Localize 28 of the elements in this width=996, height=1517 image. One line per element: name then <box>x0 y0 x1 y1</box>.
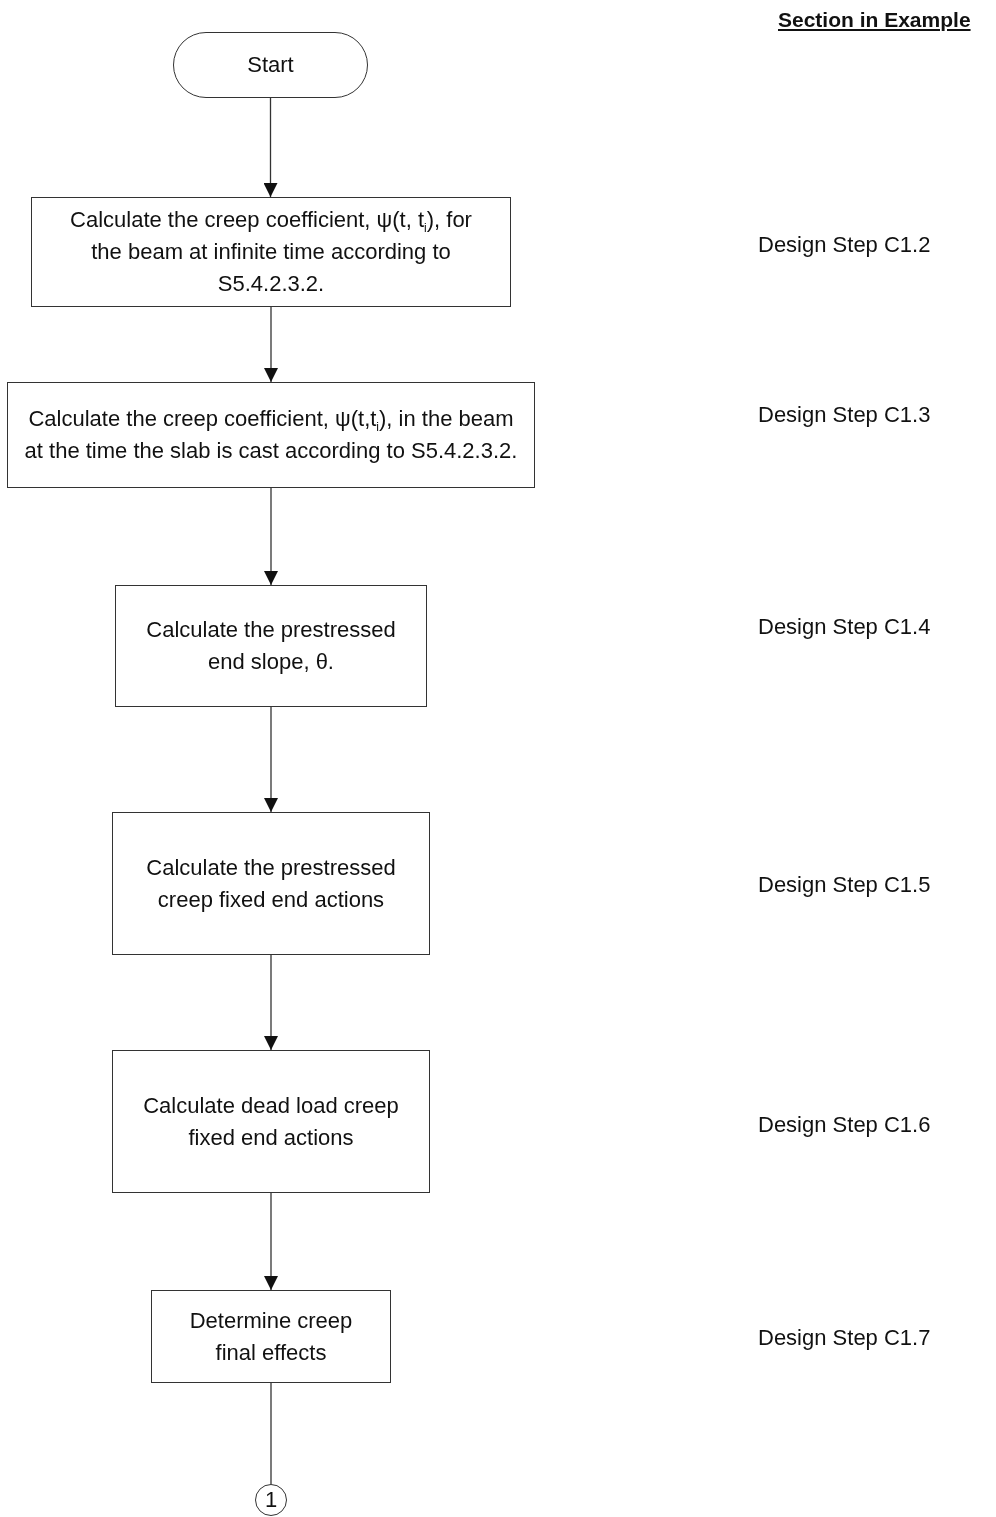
design-step-reference: Design Step C1.6 <box>758 1111 931 1139</box>
connector-circle <box>255 1484 287 1516</box>
arrow <box>264 954 278 1051</box>
step-text: Calculate the creep coefficient, ψ(t,t$_{i}$), in the beam at the time the slab is cast according to S5.4.2.3.2. <box>23 405 519 465</box>
process-box <box>115 585 427 707</box>
arrow <box>264 706 278 813</box>
step-text: 1 <box>264 1486 278 1514</box>
step-text: Determine creep final effects <box>188 1306 354 1367</box>
arrow <box>263 97 278 198</box>
arrow <box>264 1192 278 1291</box>
step-text: Calculate dead load creep fixed end actions <box>142 1091 400 1152</box>
design-step-reference: Design Step C1.3 <box>758 401 931 429</box>
design-step-reference: Design Step C1.7 <box>758 1324 931 1352</box>
step-text: Start <box>247 51 294 79</box>
process-box <box>151 1290 391 1383</box>
step-text: Calculate the prestressed creep fixed end actions <box>145 853 397 914</box>
design-step-reference: Design Step C1.5 <box>758 871 931 899</box>
process-box <box>31 197 511 307</box>
process-box <box>112 812 430 955</box>
arrow <box>264 487 278 586</box>
design-step-reference: Design Step C1.2 <box>758 231 931 259</box>
step-text: Calculate the creep coefficient, ψ(t, t$_{i}$), for the beam at infinite time according to S5.4.2.3.2. <box>69 206 473 298</box>
column-heading: Section in Example <box>778 8 971 32</box>
design-step-reference: Design Step C1.4 <box>758 613 931 641</box>
step-text: Calculate the prestressed end slope, θ. <box>145 616 397 676</box>
arrow <box>264 306 278 383</box>
process-box <box>7 382 535 488</box>
process-box <box>112 1050 430 1193</box>
